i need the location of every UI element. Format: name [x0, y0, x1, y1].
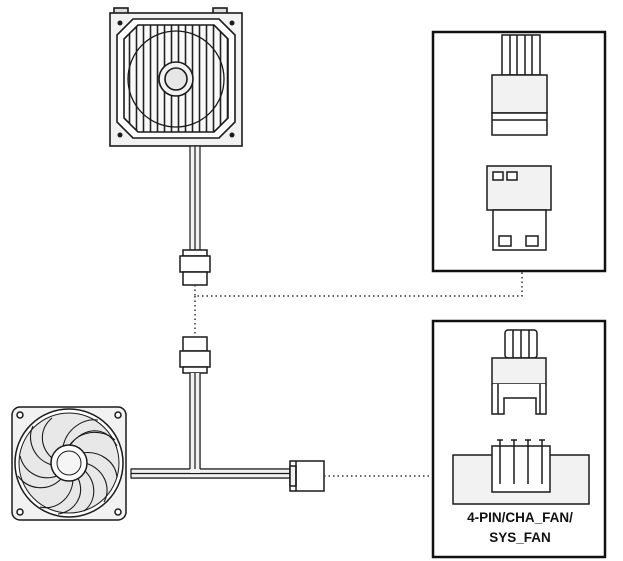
molex-socket-detail-icon — [486, 165, 552, 251]
fan-header-label-line2: SYS_FAN — [489, 530, 551, 545]
fan-header-icon — [452, 439, 590, 505]
fan-cable-connector — [289, 460, 325, 492]
fan-header-label: 4-PIN/CHA_FAN/ SYS_FAN — [436, 508, 604, 548]
molex-connector-icon — [179, 249, 211, 286]
molex-detail-box — [431, 30, 607, 273]
fan-header-detail-box — [431, 319, 607, 559]
adapter-cable — [130, 372, 291, 479]
fan-header-label-line1: 4-PIN/CHA_FAN/ — [467, 510, 573, 525]
molex-connector-icon — [179, 336, 211, 374]
fan-plug-detail-icon — [491, 329, 547, 415]
dotted-link-molex — [194, 272, 523, 297]
psu-icon — [109, 7, 243, 147]
molex-plug-detail-icon — [491, 34, 548, 136]
case-fan-icon — [11, 406, 127, 521]
psu-cable — [189, 145, 201, 251]
